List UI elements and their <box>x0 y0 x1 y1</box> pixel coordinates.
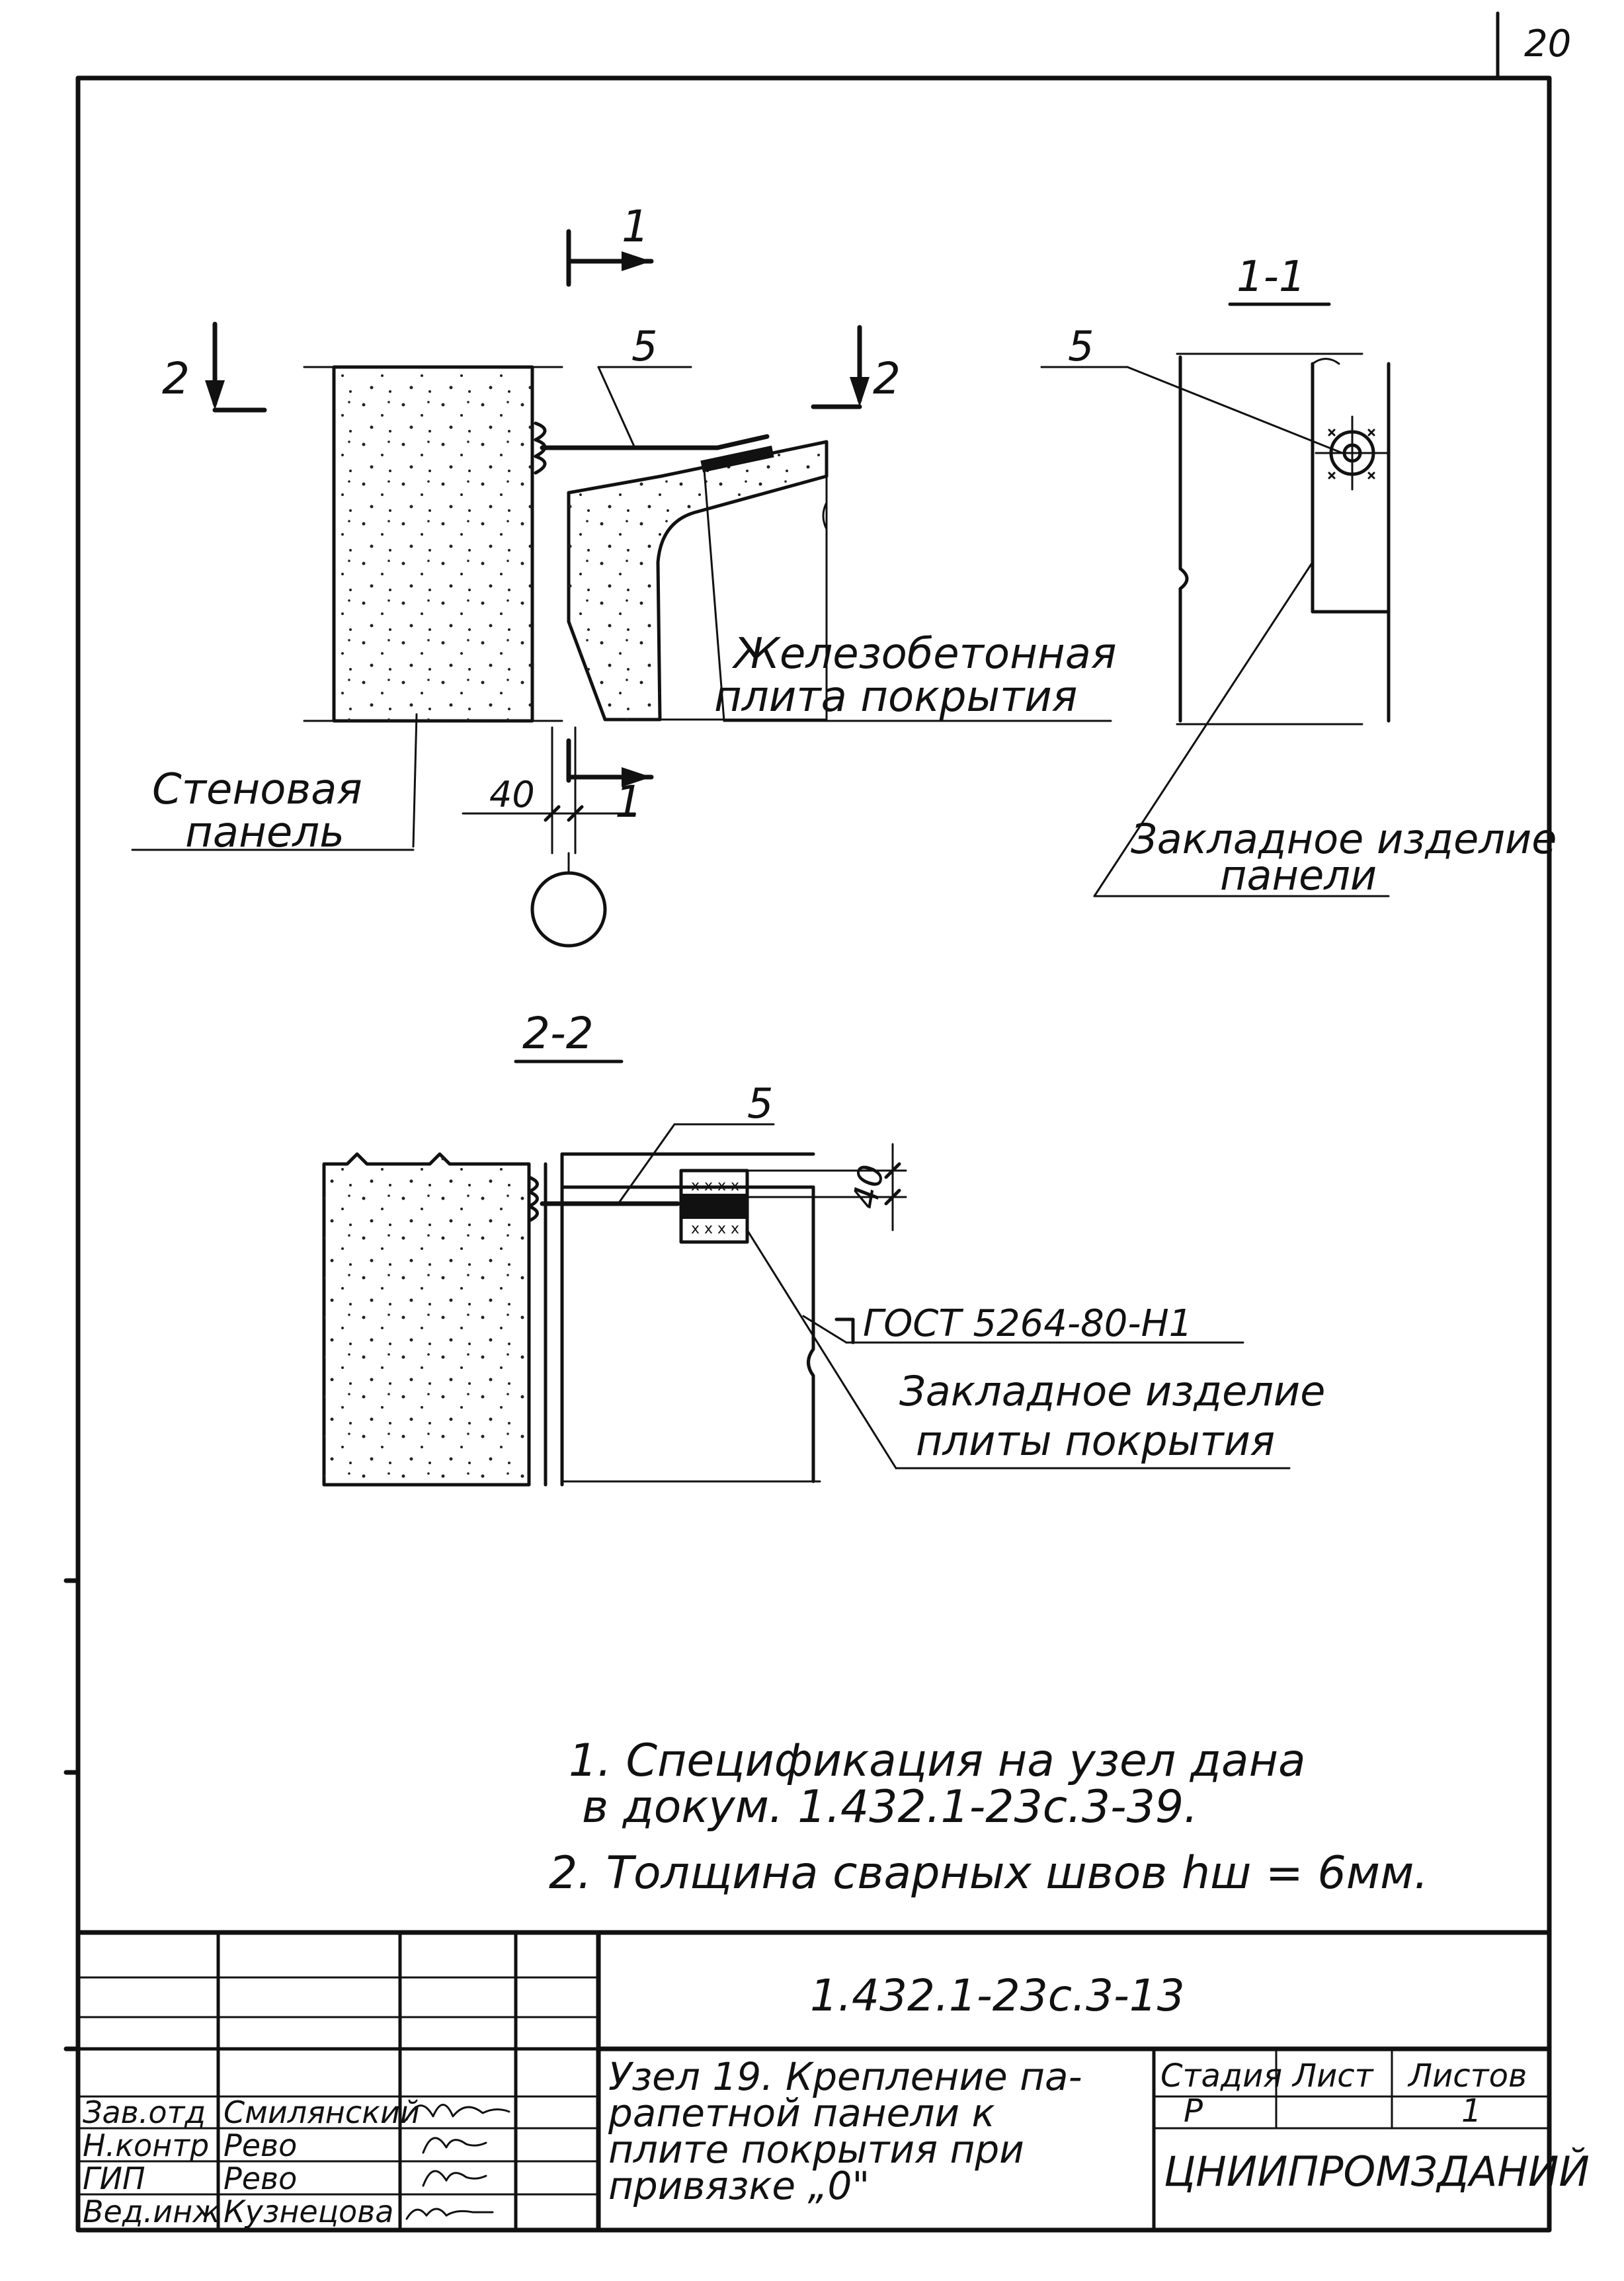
label-embedded-panel-1: Закладное изделие <box>1131 815 1557 863</box>
sheet-number-box: 20 <box>1496 11 1571 78</box>
person-name-3: Рево <box>223 2161 297 2196</box>
section-2-2-title: 2-2 <box>522 1008 594 1059</box>
svg-text:5: 5 <box>747 1079 773 1128</box>
svg-text:панель: панель <box>185 808 345 857</box>
callout-5-main: 5 <box>597 322 692 449</box>
svg-text:5: 5 <box>631 322 657 370</box>
label-embedded-panel-2: панели <box>1220 851 1377 899</box>
organization: ЦНИИПРОМЗДАНИЙ <box>1164 2147 1590 2196</box>
label-embedded-slab-2: плиты покрытия <box>916 1417 1275 1465</box>
svg-text:x x x x: x x x x <box>691 1221 739 1237</box>
note-1: 1. Спецификация на узел дана <box>569 1735 1306 1787</box>
node-main-view: 1 1 2 2 5 <box>131 201 1116 948</box>
note-2: 2. Толщина сварных швов hш = 6мм. <box>549 1847 1428 1899</box>
detail-marker-circle <box>530 871 607 948</box>
title-line-1: Узел 19. Крепление па- <box>608 2054 1082 2099</box>
section-1-1-title: 1-1 <box>1237 253 1306 302</box>
svg-text:Железобетонная: Железобетонная <box>731 630 1116 679</box>
drawing-notes: 1. Спецификация на узел дана в докум. 1.… <box>549 1735 1428 1899</box>
section-marker-1-top: 1 <box>566 201 654 287</box>
stage-header: Стадия <box>1160 2057 1282 2094</box>
title-line-2: рапетной панели к <box>608 2091 995 2136</box>
binding-margin-ticks <box>63 1578 81 2052</box>
signatures <box>405 2104 510 2220</box>
sheets-value: 1 <box>1461 2093 1482 2130</box>
stage-value: Р <box>1184 2093 1203 2130</box>
section-2-2-view: 2-2 x x x x x x x x 40 5 <box>322 1008 1325 1487</box>
title-line-3: плите покрытия при <box>608 2127 1024 2172</box>
svg-text:40: 40 <box>489 774 535 815</box>
sheet-number: 20 <box>1524 22 1571 65</box>
title-block: 1.432.1-23с.3-13 Узел 19. Крепление па- … <box>75 1930 1590 2233</box>
sheet-header: Лист <box>1291 2057 1375 2094</box>
svg-text:40: 40 <box>846 1162 893 1212</box>
person-role-3: ГИП <box>83 2161 145 2196</box>
svg-text:2: 2 <box>162 353 190 404</box>
section-1-1-view: 1-1 5 Закладное изделие панели <box>1040 253 1557 899</box>
document-code: 1.432.1-23с.3-13 <box>810 1970 1185 2021</box>
person-role-1: Зав.отд <box>83 2094 206 2130</box>
label-roof-slab: Железобетонная плита покрытия <box>703 468 1116 722</box>
section-marker-2-left: 2 <box>162 321 267 413</box>
title-line-4: привязке „0" <box>608 2163 870 2208</box>
person-role-2: Н.контр <box>83 2128 209 2163</box>
dimension-40-main: 40 <box>462 726 636 948</box>
svg-text:5: 5 <box>1068 322 1094 370</box>
svg-text:плита покрытия: плита покрытия <box>714 673 1077 722</box>
label-wall-panel: Стеновая панель <box>131 713 418 857</box>
section-marker-1-bottom: 1 <box>566 738 654 827</box>
weld-note: ГОСТ 5264-80-Н1 <box>863 1302 1192 1345</box>
slab-embedded-plate <box>700 445 774 473</box>
svg-text:2: 2 <box>873 353 901 404</box>
svg-text:1: 1 <box>622 201 649 252</box>
sheets-header: Листов <box>1407 2057 1527 2094</box>
person-role-4: Вед.инж <box>83 2194 220 2229</box>
person-name-1: Смилянский <box>223 2094 420 2130</box>
person-name-4: Кузнецова <box>223 2194 393 2229</box>
svg-text:x x x x: x x x x <box>691 1178 739 1194</box>
svg-text:1: 1 <box>615 776 643 827</box>
label-embedded-slab-1: Закладное изделие <box>899 1367 1325 1415</box>
embedded-anchor-symbol <box>1315 415 1390 491</box>
note-1-cont: в докум. 1.432.1-23с.3-39. <box>582 1781 1198 1833</box>
svg-text:Стеновая: Стеновая <box>152 765 362 814</box>
section-marker-2-right: 2 <box>811 325 901 409</box>
person-name-2: Рево <box>223 2128 297 2163</box>
drawing-frame <box>75 75 1552 2233</box>
